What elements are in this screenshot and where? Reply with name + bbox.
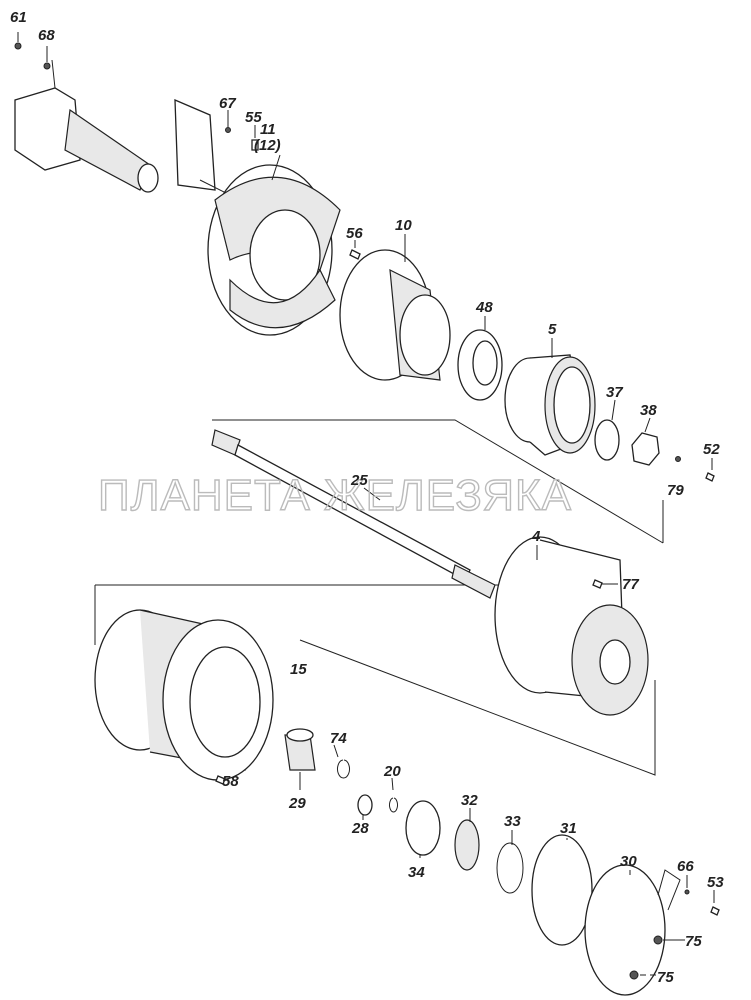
part-66	[684, 889, 690, 895]
part-77-screw	[592, 579, 603, 589]
callout-48: 48	[475, 299, 493, 316]
callout-75-a: 75	[685, 933, 702, 950]
callout-52: 52	[703, 441, 720, 458]
callout-75-b: 75	[657, 969, 674, 986]
callout-67: 67	[219, 95, 236, 112]
part-34-thrust-washer	[405, 800, 441, 856]
part-20-snap-ring	[389, 797, 398, 813]
callout-79: 79	[667, 482, 684, 499]
part-spindle	[14, 87, 159, 193]
callout-58: 58	[222, 773, 239, 790]
part-25-axle-shaft	[211, 429, 496, 599]
callout-30: 30	[620, 853, 637, 870]
part-56-bolt	[349, 249, 361, 260]
callout-31: 31	[560, 820, 577, 837]
part-75-nut-b	[629, 970, 639, 980]
callout-28: 28	[351, 820, 369, 837]
part-75-nut-a	[653, 935, 663, 945]
callout-55: 55	[245, 109, 262, 126]
part-52-screw	[705, 472, 715, 482]
part-32-bearing-plate	[454, 819, 480, 871]
part-4-planetary-housing	[494, 536, 649, 716]
part-28-washer	[357, 794, 373, 816]
part-31-gasket	[531, 834, 593, 946]
part-67	[225, 127, 231, 133]
part-74-snap-ring	[337, 759, 350, 779]
part-37-washer	[594, 419, 620, 461]
part-48-bearing	[457, 329, 503, 401]
callout-29: 29	[288, 795, 306, 812]
callout-15: 15	[290, 661, 307, 678]
part-55-bolt	[251, 139, 259, 151]
callout-68: 68	[38, 27, 55, 44]
part-10-hub	[339, 249, 451, 381]
part-61-nut	[14, 42, 22, 50]
callout-66: 66	[677, 858, 694, 875]
leader-lines	[17, 32, 715, 903]
callout-labels: 61 68 67 55 11 (12) 56 10 48 5 37 38 52 …	[10, 9, 724, 986]
part-33-o-ring	[496, 842, 524, 894]
callout-4: 4	[531, 528, 541, 545]
callout-77: 77	[622, 576, 639, 593]
callout-56: 56	[346, 225, 363, 242]
callout-74: 74	[330, 730, 347, 747]
part-11-brake-shoe-assembly	[174, 98, 341, 336]
callout-25: 25	[350, 472, 368, 489]
callout-5: 5	[548, 321, 557, 338]
part-30-cover	[584, 864, 666, 996]
guide-line-hub	[299, 639, 656, 776]
guide-line-top	[212, 419, 664, 544]
callout-32: 32	[461, 792, 478, 809]
callout-12: (12)	[254, 137, 281, 154]
callout-37: 37	[606, 384, 623, 401]
part-68-washer	[43, 62, 51, 70]
callout-10: 10	[395, 217, 412, 234]
callout-38: 38	[640, 402, 657, 419]
part-5-ring-gear	[504, 354, 596, 456]
part-79	[675, 456, 681, 462]
part-53-screw	[710, 906, 720, 916]
watermark: ПЛАНЕТА ЖЕЛЕЗЯКА	[98, 471, 572, 520]
part-29-roller	[284, 728, 316, 771]
part-58-bolt	[215, 775, 226, 785]
callout-34: 34	[408, 864, 425, 881]
part-38-nut	[631, 432, 660, 466]
callout-61: 61	[10, 9, 27, 26]
part-15-brake-drum	[94, 609, 274, 781]
callout-20: 20	[383, 763, 401, 780]
callout-53: 53	[707, 874, 724, 891]
callout-11: 11	[260, 121, 276, 138]
callout-33: 33	[504, 813, 521, 830]
